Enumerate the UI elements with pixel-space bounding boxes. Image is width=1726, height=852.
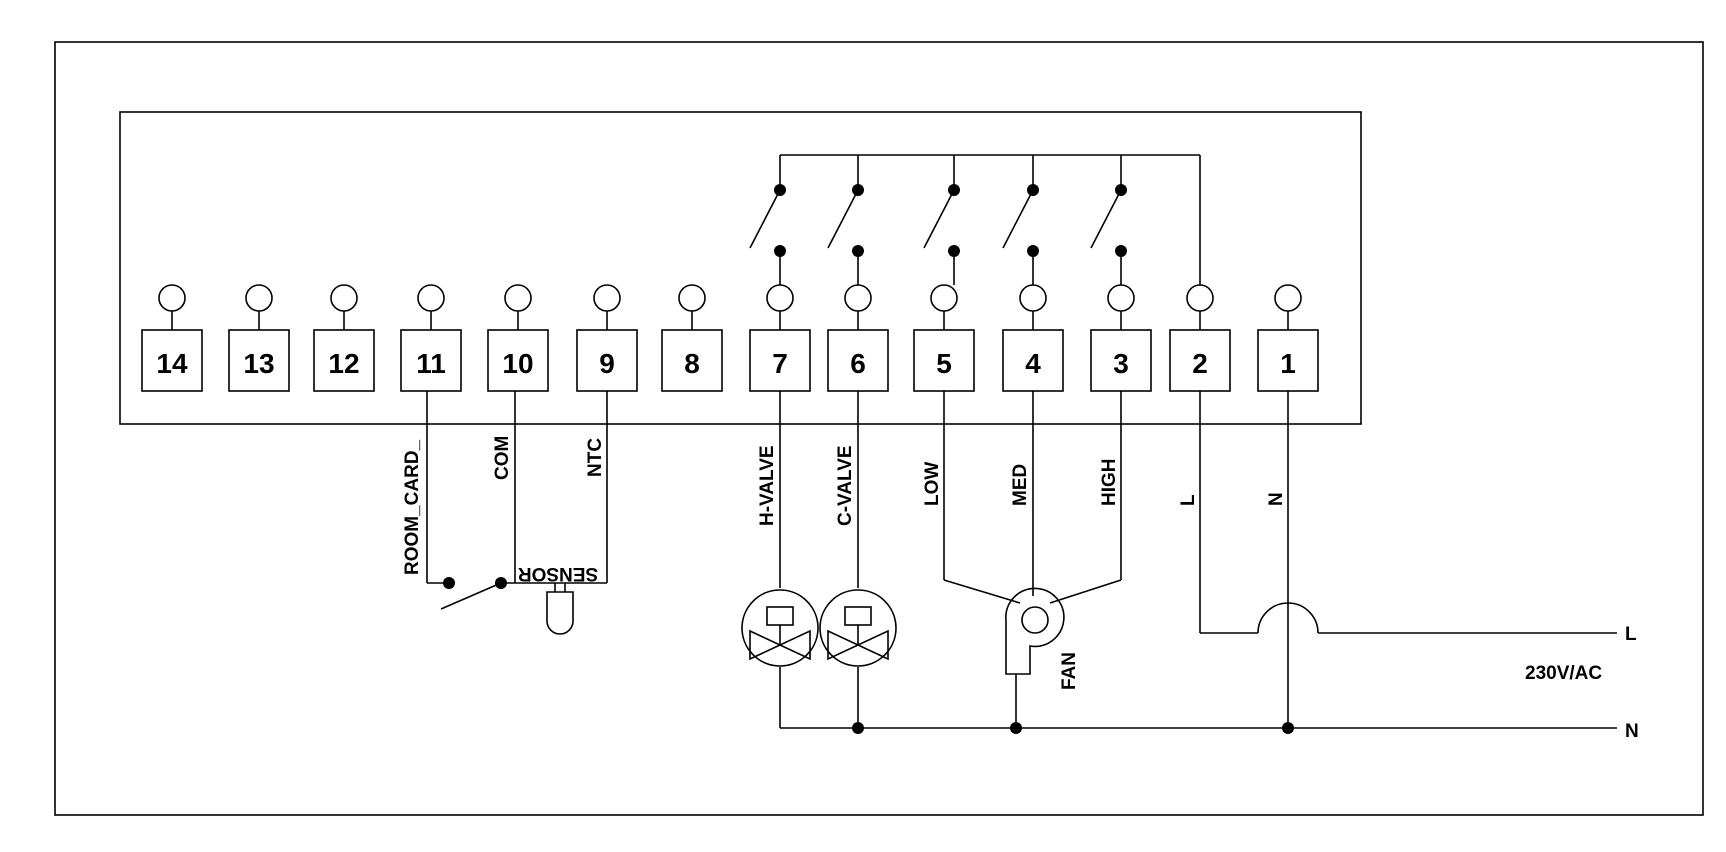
terminal-screw bbox=[417, 284, 445, 312]
relay-switch-low bbox=[923, 184, 960, 285]
terminal-screw bbox=[158, 284, 186, 312]
terminal-block bbox=[576, 329, 638, 392]
terminal-screw bbox=[504, 284, 532, 312]
terminal-block bbox=[1002, 329, 1064, 392]
terminal-number: 6 bbox=[850, 348, 866, 379]
terminal-7: 7 bbox=[749, 284, 811, 392]
terminal-block bbox=[827, 329, 889, 392]
terminal-screw bbox=[678, 284, 706, 312]
relay-switch-high bbox=[1090, 184, 1127, 285]
relay-switch-c-valve bbox=[827, 184, 864, 285]
label-low: LOW bbox=[922, 462, 943, 506]
terminal-number: 11 bbox=[416, 348, 446, 379]
c-valve-symbol bbox=[819, 589, 897, 667]
terminal-6: 6 bbox=[827, 284, 889, 392]
label-ntc: NTC bbox=[585, 438, 606, 477]
terminal-number: 4 bbox=[1025, 348, 1041, 379]
outer-frame bbox=[54, 41, 1704, 816]
label-l: L bbox=[1178, 494, 1199, 506]
relay-switch-med bbox=[1002, 184, 1039, 285]
terminal-block bbox=[228, 329, 290, 392]
h-valve-symbol bbox=[741, 589, 819, 667]
terminal-number: 5 bbox=[936, 348, 952, 379]
terminal-block bbox=[1169, 329, 1231, 392]
terminal-number: 7 bbox=[772, 348, 788, 379]
terminal-block bbox=[400, 329, 462, 392]
supply-voltage-label: 230V/AC bbox=[1525, 663, 1602, 684]
terminal-screw bbox=[1019, 284, 1047, 312]
terminal-block bbox=[313, 329, 375, 392]
supply-n-label: N bbox=[1625, 721, 1639, 742]
label-med: MED bbox=[1010, 464, 1031, 506]
terminal-screw bbox=[1186, 284, 1214, 312]
terminal-2: 2 bbox=[1169, 284, 1231, 392]
terminal-number: 8 bbox=[684, 348, 700, 379]
label-com: COM bbox=[492, 436, 513, 480]
terminal-3: 3 bbox=[1090, 284, 1152, 392]
terminal-number: 13 bbox=[243, 348, 274, 379]
label-c-valve: C-VALVE bbox=[835, 445, 856, 526]
terminal-block bbox=[487, 329, 549, 392]
label-h-valve: H-VALVE bbox=[757, 445, 778, 526]
terminal-10: 10 bbox=[487, 284, 549, 392]
supply-l-label: L bbox=[1625, 624, 1637, 645]
terminal-number: 2 bbox=[1192, 348, 1208, 379]
terminal-block bbox=[141, 329, 203, 392]
terminal-screw bbox=[1107, 284, 1135, 312]
terminal-screw bbox=[844, 284, 872, 312]
label-n: N bbox=[1266, 492, 1287, 506]
terminal-13: 13 bbox=[228, 284, 290, 392]
terminal-screw bbox=[930, 284, 958, 312]
terminal-screw bbox=[330, 284, 358, 312]
terminal-number: 9 bbox=[599, 348, 615, 379]
terminal-number: 3 bbox=[1113, 348, 1129, 379]
terminal-9: 9 bbox=[576, 284, 638, 392]
terminal-4: 4 bbox=[1002, 284, 1064, 392]
label-room-card: ROOM_CARD_ bbox=[402, 439, 423, 575]
terminal-screw bbox=[766, 284, 794, 312]
terminal-1: 1 bbox=[1257, 284, 1319, 392]
terminal-strip: 14 13 12 11 10 9 8 7 6 5 4 3 2 1 bbox=[141, 284, 1319, 392]
terminal-number: 10 bbox=[502, 348, 533, 379]
terminal-11: 11 bbox=[400, 284, 462, 392]
terminal-12: 12 bbox=[313, 284, 375, 392]
terminal-14: 14 bbox=[141, 284, 203, 392]
terminal-number: 14 bbox=[156, 348, 188, 379]
terminal-screw bbox=[245, 284, 273, 312]
room-card-switch bbox=[440, 577, 507, 610]
terminal-block bbox=[913, 329, 975, 392]
controller-housing bbox=[119, 111, 1362, 425]
relay-switch-h-valve bbox=[749, 184, 786, 285]
terminal-screw bbox=[593, 284, 621, 312]
terminal-number: 12 bbox=[328, 348, 359, 379]
terminal-block bbox=[1090, 329, 1152, 392]
label-fan: FAN bbox=[1059, 652, 1080, 690]
terminal-number: 1 bbox=[1280, 348, 1296, 379]
label-sensor: SENSOR bbox=[518, 563, 599, 584]
terminal-8: 8 bbox=[661, 284, 723, 392]
fan-symbol bbox=[1005, 587, 1065, 675]
terminal-screw bbox=[1274, 284, 1302, 312]
terminal-block bbox=[661, 329, 723, 392]
ntc-sensor-probe bbox=[546, 583, 574, 635]
field-wiring bbox=[426, 391, 1617, 734]
label-high: HIGH bbox=[1099, 459, 1120, 507]
terminal-5: 5 bbox=[913, 284, 975, 392]
